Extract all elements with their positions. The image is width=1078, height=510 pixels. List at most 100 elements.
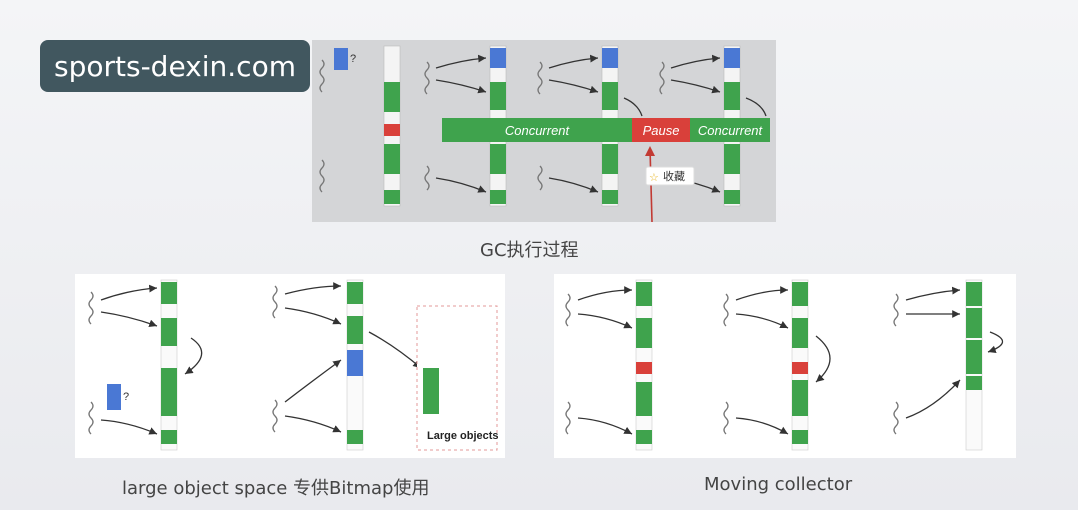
- live-object: [490, 82, 506, 110]
- root-squiggle: [424, 61, 430, 95]
- large-object-space-panel: ? Large objects: [75, 274, 505, 458]
- watermark: sports-dexin.com: [40, 40, 310, 92]
- reference-arrow: [368, 331, 422, 369]
- reference-arrow: [745, 97, 767, 117]
- large-object-space-caption: large object space 专供Bitmap使用: [122, 478, 430, 499]
- live-object: [724, 82, 740, 110]
- new-object-block: [602, 48, 618, 68]
- new-object-block: [347, 350, 363, 376]
- watermark-text: sports-dexin.com: [54, 49, 296, 83]
- panel-background: [554, 274, 1016, 458]
- reference-arrow: [735, 313, 789, 329]
- reference-arrow: [284, 307, 342, 325]
- live-object: [347, 316, 363, 344]
- gc-process-diagram: ?: [312, 40, 776, 223]
- collect-label: 收藏: [663, 169, 685, 183]
- live-object: [161, 430, 177, 444]
- reference-arrow: [670, 54, 721, 69]
- pause-pointer-arrowhead: [645, 146, 655, 156]
- live-object: [161, 318, 177, 346]
- live-object: [384, 82, 400, 112]
- root-squiggle: [565, 401, 571, 435]
- root-squiggle: [565, 293, 571, 327]
- reference-arrow: [100, 311, 158, 328]
- live-object: [347, 282, 363, 304]
- root-squiggle: [424, 165, 430, 191]
- gc-process-caption: GC执行过程: [480, 240, 579, 261]
- reference-arrow: [435, 79, 487, 94]
- reference-arrow: [815, 335, 831, 383]
- live-object: [602, 144, 618, 174]
- star-icon: ☆: [649, 172, 659, 184]
- pause-phase-label: Pause: [643, 123, 680, 138]
- root-squiggle: [88, 291, 94, 325]
- new-object-block: [490, 48, 506, 68]
- moving-collector-diagram: [554, 274, 1016, 458]
- moving-collector-panel: [554, 274, 1016, 458]
- live-object: [966, 376, 982, 390]
- root-squiggle: [88, 401, 94, 435]
- live-object: [636, 318, 652, 348]
- live-object: [636, 382, 652, 416]
- garbage-object: [636, 362, 652, 374]
- reference-arrow: [905, 379, 961, 419]
- live-object: [161, 368, 177, 416]
- live-object: [384, 190, 400, 204]
- live-object: [490, 144, 506, 174]
- large-objects-label: Large objects: [427, 430, 499, 442]
- garbage-object: [384, 124, 400, 136]
- live-object: [792, 282, 808, 306]
- live-object: [636, 282, 652, 306]
- live-object: [792, 430, 808, 444]
- live-object: [724, 144, 740, 174]
- root-squiggle: [537, 165, 543, 191]
- collect-badge[interactable]: [645, 166, 695, 186]
- question-mark: ?: [123, 391, 129, 403]
- root-squiggle: [893, 401, 899, 435]
- live-object: [384, 144, 400, 174]
- heap-column: [160, 279, 178, 451]
- reference-arrow: [987, 331, 1004, 354]
- reference-arrow: [623, 97, 643, 117]
- reference-arrow: [284, 282, 342, 295]
- root-squiggle: [537, 61, 543, 95]
- live-object: [490, 190, 506, 204]
- reference-arrow: [284, 415, 342, 433]
- pause-phase-bar: [632, 118, 690, 142]
- live-object: [792, 318, 808, 348]
- new-object-block: [724, 48, 740, 68]
- root-squiggle: [659, 61, 665, 95]
- question-mark: ?: [350, 53, 356, 65]
- root-squiggle: [272, 399, 278, 433]
- reference-arrow: [435, 177, 487, 193]
- large-object-space-diagram: ? Large objects: [75, 274, 505, 458]
- gc-process-panel: ?: [312, 40, 776, 223]
- root-squiggle: [319, 59, 325, 93]
- reference-arrow: [548, 177, 599, 193]
- reference-arrow: [284, 359, 342, 403]
- live-object: [966, 282, 982, 306]
- root-squiggle: [319, 159, 325, 193]
- moving-collector-caption: Moving collector: [704, 474, 853, 495]
- large-object: [423, 368, 439, 414]
- concurrent-phase-bar: [442, 118, 632, 142]
- reference-arrow: [577, 286, 633, 301]
- root-squiggle: [272, 285, 278, 319]
- reference-arrow: [735, 286, 789, 301]
- reference-arrow: [905, 286, 961, 301]
- reference-arrow: [100, 419, 158, 435]
- live-object: [161, 282, 177, 304]
- reference-arrow: [735, 417, 789, 435]
- live-object: [602, 82, 618, 110]
- reference-arrow: [670, 79, 721, 94]
- live-object: [602, 190, 618, 204]
- garbage-object: [792, 362, 808, 374]
- root-squiggle: [723, 401, 729, 435]
- live-object: [724, 190, 740, 204]
- reference-arrow: [435, 54, 487, 69]
- live-object: [966, 308, 982, 338]
- live-object: [347, 430, 363, 444]
- reference-arrow: [577, 417, 633, 435]
- live-object: [792, 380, 808, 416]
- concurrent-phase-label: Concurrent: [505, 123, 571, 138]
